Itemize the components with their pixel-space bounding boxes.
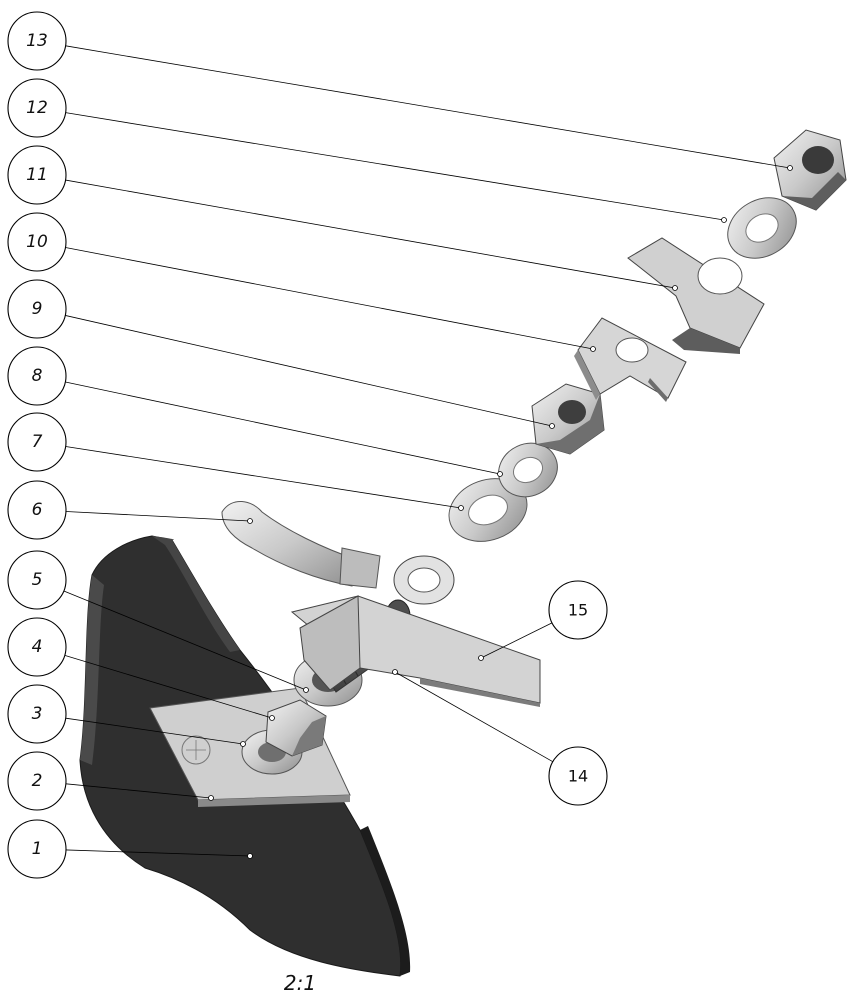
leader-endpoint-15 <box>478 655 484 661</box>
balloon-6: 6 <box>7 480 67 540</box>
part-6-cable-lug <box>221 501 455 605</box>
balloon-label: 4 <box>32 637 43 657</box>
leader-endpoint-14 <box>392 669 398 675</box>
balloon-12: 12 <box>7 78 67 138</box>
balloon-label: 3 <box>32 704 43 724</box>
leader-line-8 <box>65 381 501 475</box>
leader-lines <box>63 45 793 859</box>
balloon-circle <box>7 412 67 472</box>
leader-endpoint-8 <box>497 471 503 477</box>
balloon-3: 3 <box>7 684 67 744</box>
balloon-label: 14 <box>568 767 588 786</box>
balloon-label: 2 <box>32 771 43 791</box>
leader-line-6 <box>65 511 251 522</box>
leader-endpoint-11 <box>672 285 678 291</box>
part-11-bracket <box>627 237 765 354</box>
balloon-label: 12 <box>26 98 48 118</box>
leader-endpoint-2 <box>208 795 214 801</box>
leader-endpoint-1 <box>247 853 253 859</box>
balloon-label: 13 <box>26 31 48 51</box>
balloon-label: 10 <box>26 232 48 252</box>
part-12-washer <box>727 197 797 259</box>
balloon-circle <box>7 819 67 879</box>
part-7-washer <box>448 478 528 542</box>
leader-line-15 <box>480 622 553 659</box>
leader-line-4 <box>64 655 273 719</box>
balloon-circle <box>7 145 67 205</box>
leader-endpoint-6 <box>247 518 253 524</box>
part-4-nut <box>265 699 327 757</box>
balloon-label: 8 <box>32 366 43 386</box>
part-13-nut <box>773 129 847 211</box>
balloon-13: 13 <box>7 11 67 71</box>
balloon-5: 5 <box>7 550 67 610</box>
leader-line-11 <box>65 179 676 289</box>
balloon-circle <box>7 78 67 138</box>
leader-line-1 <box>65 849 251 857</box>
leader-endpoint-9 <box>549 423 555 429</box>
leader-line-12 <box>65 112 725 221</box>
leader-endpoint-3 <box>240 741 246 747</box>
balloon-circle <box>548 746 608 806</box>
balloon-circle <box>7 684 67 744</box>
leader-line-3 <box>65 717 244 745</box>
balloon-circle <box>7 279 67 339</box>
balloon-9: 9 <box>7 279 67 339</box>
balloon-label: 9 <box>32 299 43 319</box>
balloon-label: 11 <box>26 165 48 185</box>
balloon-label: 1 <box>32 839 43 859</box>
balloon-15: 15 <box>548 580 608 640</box>
balloon-circle <box>7 480 67 540</box>
balloon-circle <box>7 346 67 406</box>
part-14-15-terminal-plate <box>290 595 541 707</box>
balloon-14: 14 <box>548 746 608 806</box>
leader-endpoint-7 <box>458 505 464 511</box>
balloon-1: 1 <box>7 819 67 879</box>
part-9-nut <box>531 383 605 455</box>
balloon-circle <box>7 212 67 272</box>
leader-endpoint-13 <box>787 165 793 171</box>
balloon-circle <box>7 617 67 677</box>
leader-line-9 <box>65 315 553 427</box>
leader-endpoint-10 <box>590 346 596 352</box>
balloon-10: 10 <box>7 212 67 272</box>
balloon-11: 11 <box>7 145 67 205</box>
leader-endpoint-4 <box>269 715 275 721</box>
balloon-2: 2 <box>7 751 67 811</box>
balloon-circle <box>7 751 67 811</box>
balloon-circle <box>548 580 608 640</box>
leader-endpoint-5 <box>303 687 309 693</box>
leader-line-2 <box>65 783 212 799</box>
leader-line-5 <box>63 590 307 691</box>
balloon-label: 15 <box>568 601 588 620</box>
balloon-4: 4 <box>7 617 67 677</box>
balloon-label: 6 <box>32 500 43 520</box>
balloon-label: 7 <box>32 432 43 452</box>
balloon-8: 8 <box>7 346 67 406</box>
leader-line-13 <box>65 45 791 169</box>
leader-line-10 <box>65 247 594 350</box>
leader-endpoint-12 <box>721 217 727 223</box>
balloon-circle <box>7 11 67 71</box>
part-8-lock-washer <box>498 442 558 498</box>
leader-line-14 <box>394 671 553 763</box>
leader-line-7 <box>65 446 462 509</box>
balloon-circle <box>7 550 67 610</box>
balloon-label: 5 <box>32 570 43 590</box>
part-10-bracket <box>574 317 687 402</box>
balloon-7: 7 <box>7 412 67 472</box>
scale-label: 2:1 <box>284 971 316 995</box>
